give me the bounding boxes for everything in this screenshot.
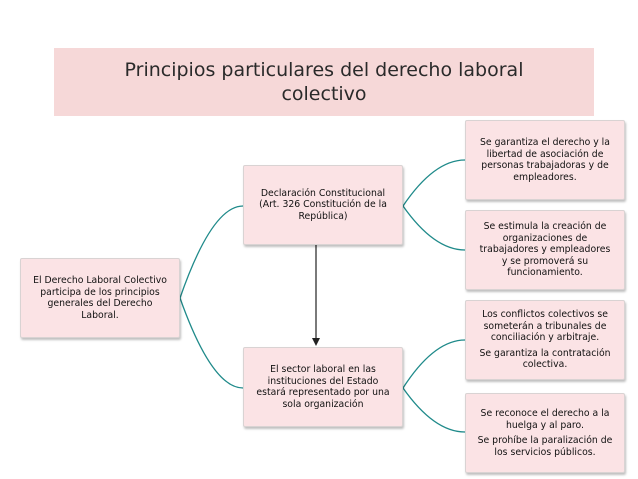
node-text-line: trabajadores y empleadores: [479, 244, 611, 256]
connector-decl-estimula: [402, 205, 466, 251]
node-text-line: funcionamiento.: [507, 267, 583, 279]
node-text-line: El sector laboral en las: [270, 364, 376, 375]
node-text-line: instituciones del Estado: [267, 375, 379, 387]
node-text-line: personas trabajadoras y de: [481, 160, 609, 171]
node-text-line: Los conflictos colectivos se: [482, 309, 608, 321]
node-text-line: libertad de asociación de: [486, 148, 604, 160]
connector-root-decl: [179, 205, 244, 299]
node-text-line: huelga y al paro.: [505, 419, 585, 431]
node-text-line: Declaración Constitucional: [260, 187, 386, 199]
node-text-line: República): [298, 210, 348, 222]
node-text-line: Se estimula la creación de: [483, 221, 607, 233]
connector-sector-conflictos: [402, 339, 466, 389]
node-text-line: colectiva.: [522, 359, 568, 371]
node-text-line: someterán a tribunales de: [483, 320, 607, 332]
node-text-line: empleadores.: [513, 171, 577, 183]
connector-sector-huelga: [402, 387, 466, 433]
node-sector-laboral: El sector laboral en las instituciones d…: [243, 347, 403, 427]
node-text-line: (Art. 326 Constitución de la: [259, 199, 387, 211]
node-estimula-organizaciones: Se estimula la creación de organizacione…: [465, 210, 625, 290]
node-text-line: estará representado por una: [256, 387, 390, 398]
node-huelga-paro: Se reconoce el derecho a la huelga y al …: [465, 393, 625, 473]
node-conflictos-colectivos: Los conflictos colectivos se someterán a…: [465, 300, 625, 380]
node-text-line: organizaciones de: [502, 232, 588, 244]
node-garantiza-asociacion: Se garantiza el derecho y la libertad de…: [465, 120, 625, 200]
node-text-line: sola organización: [282, 398, 364, 410]
node-text-line: Se garantiza la contratación: [479, 347, 611, 359]
node-text-line: y se promoverá su: [501, 255, 589, 267]
node-text-line: los servicios públicos.: [494, 446, 596, 458]
page-title-line-1: Principios particulares del derecho labo…: [124, 59, 524, 81]
node-text-line: conciliación y arbitraje.: [490, 332, 600, 344]
node-derecho-laboral-colectivo: El Derecho Laboral Colectivo participa d…: [20, 258, 180, 338]
node-text-line: participa de los principios: [40, 286, 160, 298]
node-text-line: Laboral.: [81, 309, 119, 321]
node-text-line: Se prohíbe la paralización de: [477, 435, 613, 446]
page-title-line-2: colectivo: [281, 83, 367, 105]
node-text-line: El Derecho Laboral Colectivo: [33, 275, 167, 286]
page-title: Principios particulares del derecho labo…: [54, 48, 594, 116]
node-text-line: Se reconoce el derecho a la: [480, 408, 610, 419]
connector-root-sector: [179, 297, 244, 389]
arrow-head-icon: [312, 338, 320, 346]
node-text-line: generales del Derecho: [47, 298, 153, 309]
connector-decl-garantiza: [402, 159, 466, 207]
node-declaracion-constitucional: Declaración Constitucional (Art. 326 Con…: [243, 165, 403, 245]
node-text-line: Se garantiza el derecho y la: [480, 137, 610, 148]
